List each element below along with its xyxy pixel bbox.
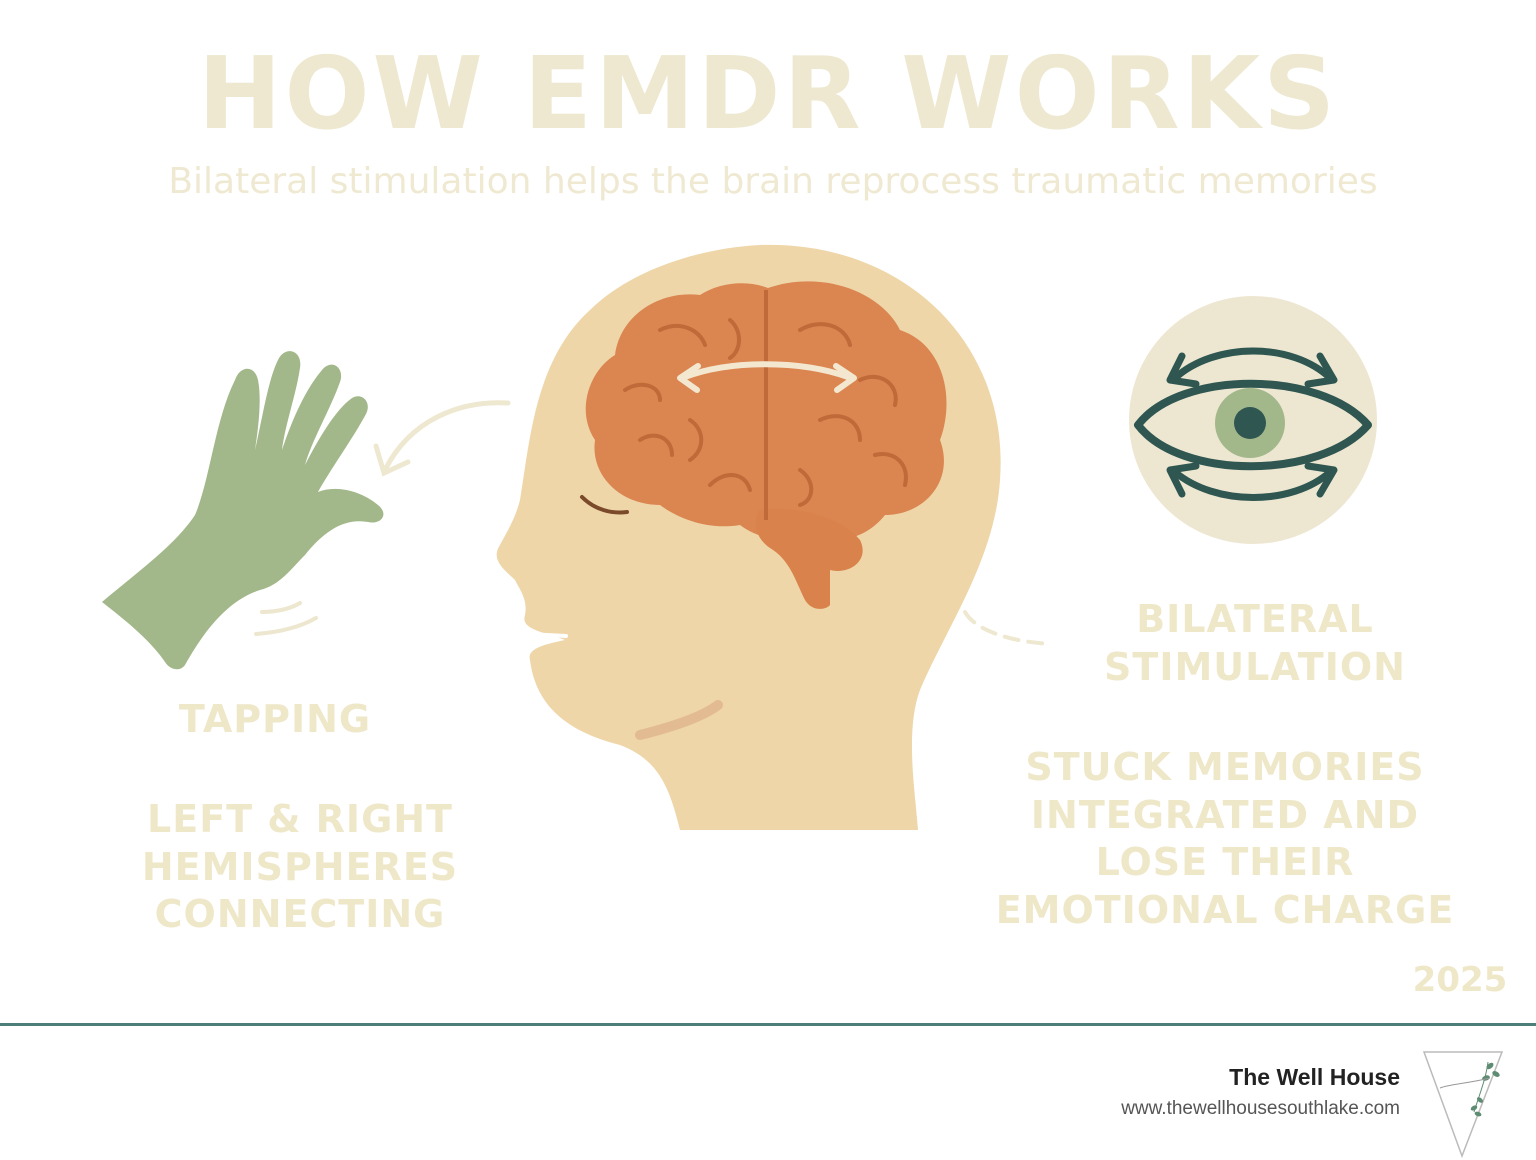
- mouth: [526, 632, 568, 638]
- dashed-connector: [963, 610, 1054, 646]
- jaw-line: [635, 700, 723, 740]
- label-tapping: TAPPING: [178, 697, 372, 741]
- brand-name: The Well House: [1229, 1064, 1400, 1090]
- brand-url: www.thewellhousesouthlake.com: [1121, 1098, 1400, 1119]
- eye-arrows: [1166, 347, 1338, 501]
- label-hemispheres: LEFT & RIGHT HEMISPHERES CONNECTING: [141, 797, 459, 936]
- label-stuck-memories: STUCK MEMORIES INTEGRATED AND LOSE THEIR…: [995, 745, 1455, 932]
- label-bilateral-stimulation: BILATERAL STIMULATION: [1104, 597, 1406, 689]
- hand-shape: [102, 351, 384, 670]
- brain-icon: [585, 281, 947, 609]
- eye-pupil: [1234, 407, 1266, 439]
- arrow-head-left: [677, 363, 701, 393]
- tap-motion-lines: [254, 601, 318, 636]
- cerebellum: [755, 508, 863, 609]
- page-title: HOW EMDR WORKS: [197, 35, 1339, 152]
- footer-divider: [0, 1023, 1536, 1026]
- bilateral-arrow: [682, 361, 851, 380]
- page-subtitle: Bilateral stimulation helps the brain re…: [168, 161, 1378, 202]
- curve-arrow-to-hand: [373, 400, 511, 477]
- arrow-head-right: [833, 363, 857, 393]
- brain-folds: [623, 318, 908, 507]
- year-label: 2025: [1412, 960, 1508, 1000]
- eye-icon: [1129, 296, 1377, 544]
- closed-eye: [580, 495, 629, 515]
- hand-icon: [102, 351, 384, 670]
- well-house-logo: [1422, 1051, 1504, 1159]
